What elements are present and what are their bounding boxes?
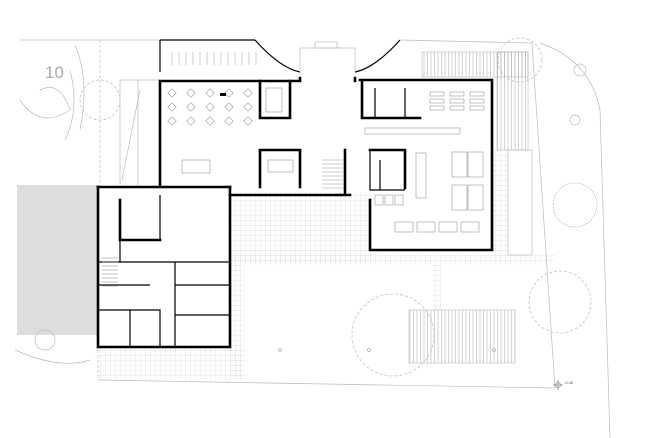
neighbor-building [17, 185, 98, 335]
counter [181, 159, 211, 174]
table [449, 98, 465, 104]
meeting-table [267, 159, 294, 173]
table-group [467, 151, 484, 178]
table [429, 105, 445, 111]
table [416, 221, 436, 233]
table [243, 88, 253, 98]
table [186, 116, 196, 126]
lamp-posts [278, 348, 496, 352]
table [205, 88, 215, 98]
table [374, 194, 384, 206]
table [224, 116, 234, 126]
table [438, 221, 458, 233]
parking [119, 39, 401, 185]
table [449, 105, 465, 111]
table [460, 221, 480, 233]
table [243, 116, 253, 126]
table [469, 91, 485, 97]
table [394, 221, 414, 233]
table [186, 102, 196, 112]
table [394, 194, 404, 206]
table [469, 98, 485, 104]
table [449, 91, 465, 97]
table [384, 194, 394, 206]
paving [98, 150, 555, 380]
table [243, 102, 253, 112]
meeting-table [265, 87, 283, 113]
bar [415, 152, 427, 199]
table [205, 102, 215, 112]
bar-counter [364, 127, 461, 135]
decking [408, 51, 533, 364]
table [205, 116, 215, 126]
stair [102, 159, 343, 287]
table-group [451, 151, 468, 178]
interior-walls [98, 88, 406, 347]
table-group [467, 184, 484, 211]
table [469, 105, 485, 111]
table [167, 102, 177, 112]
table-group [451, 184, 468, 211]
plot-number-label: 10 [45, 63, 64, 82]
column [220, 93, 226, 96]
table [429, 98, 445, 104]
furniture [167, 87, 485, 233]
elevation-marker: -0.45 [553, 380, 574, 390]
table [224, 88, 234, 98]
elevation-label: -0.45 [564, 380, 574, 385]
table [429, 91, 445, 97]
table [167, 88, 177, 98]
table [167, 116, 177, 126]
table [186, 88, 196, 98]
table [224, 102, 234, 112]
